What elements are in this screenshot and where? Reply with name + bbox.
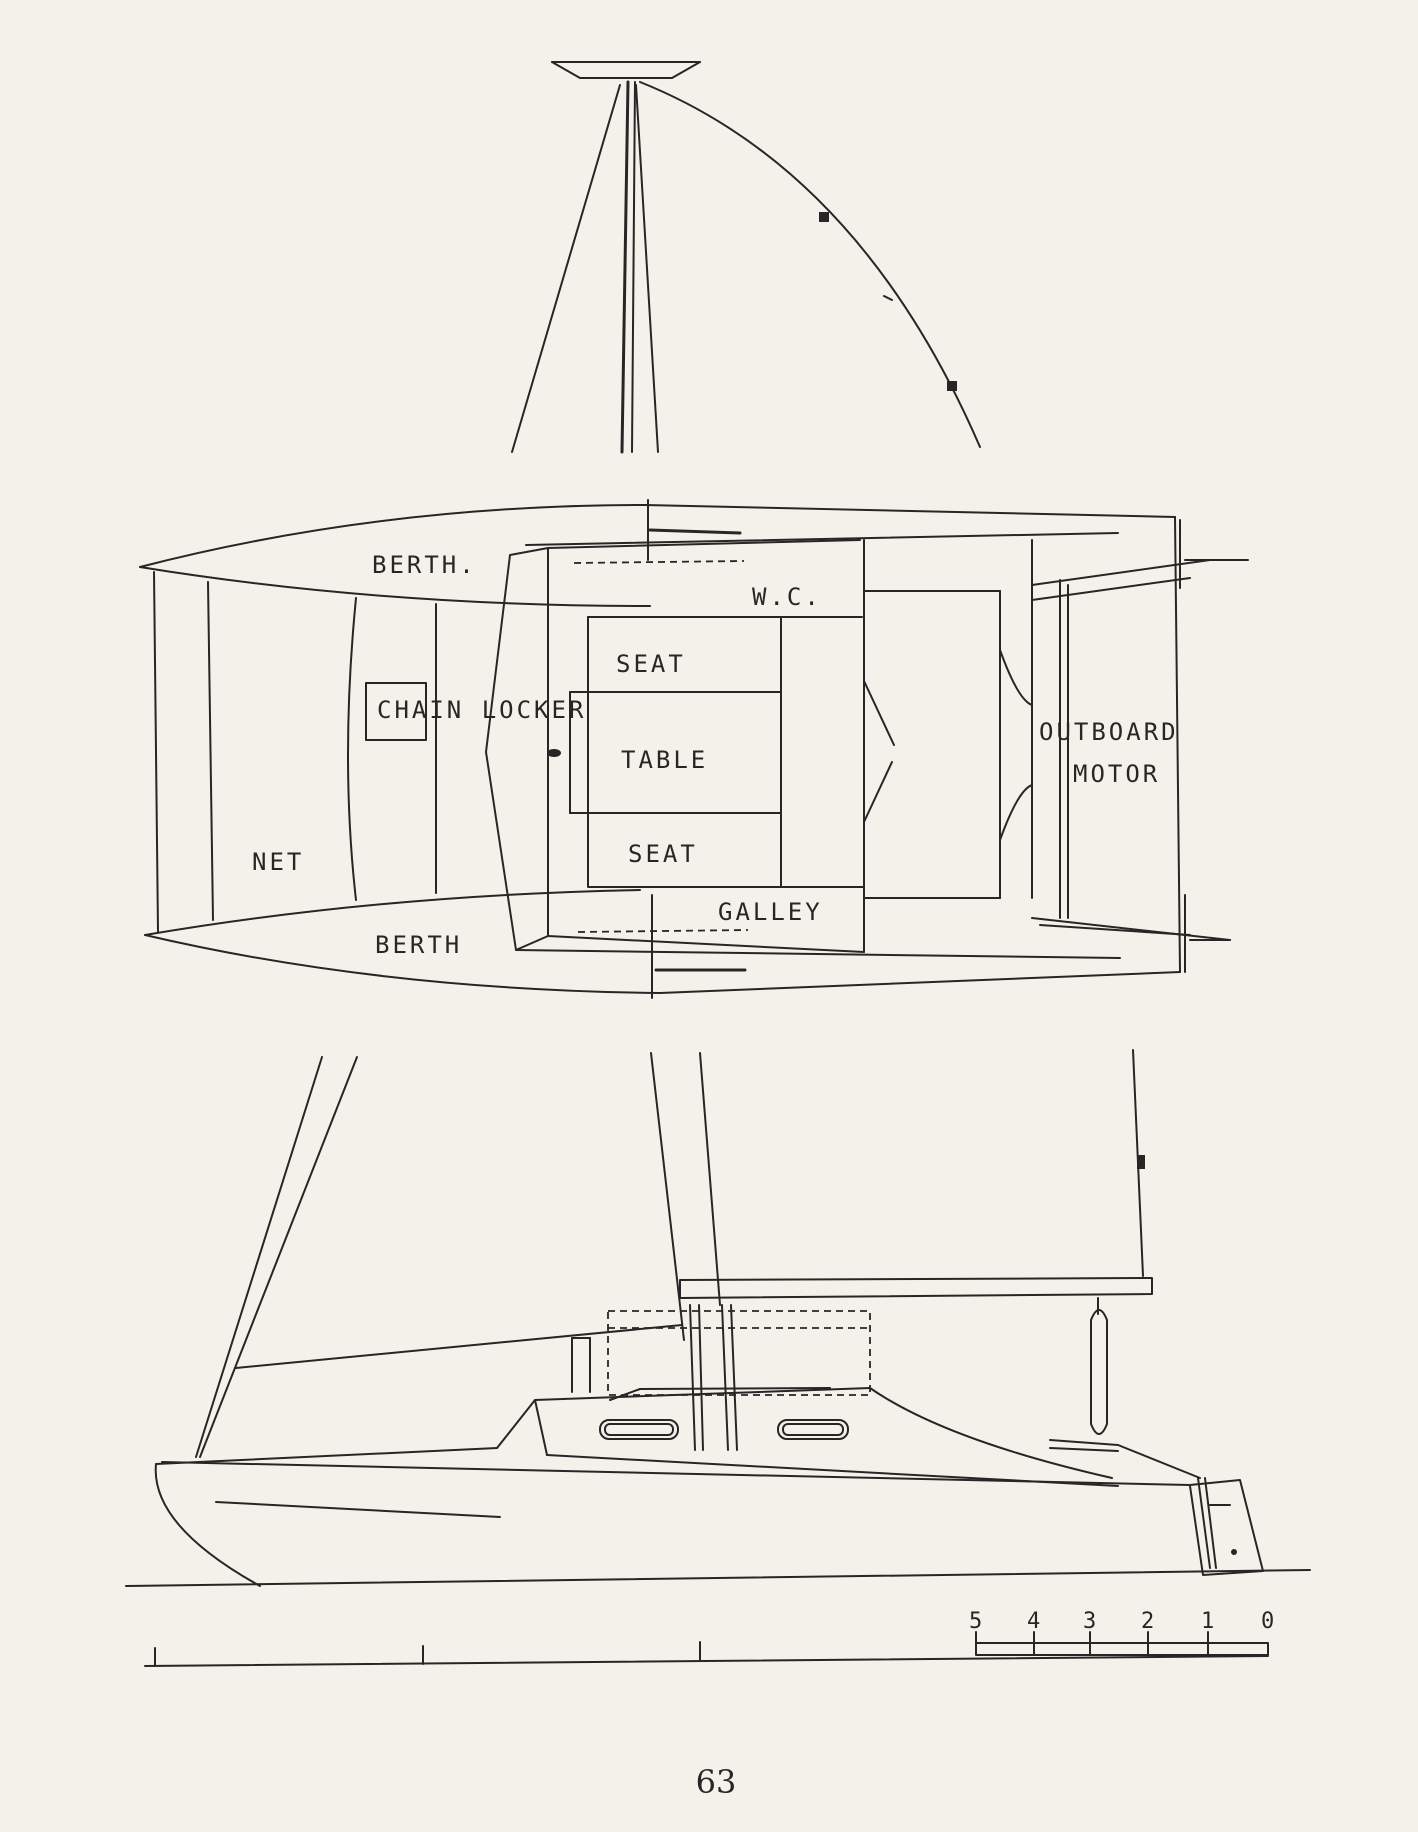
label-chain-locker: CHAIN LOCKER	[377, 696, 586, 724]
forestay-1	[195, 1056, 323, 1458]
label-outboard: OUTBOARD	[1039, 718, 1179, 746]
scale-tick-0: 0	[1261, 1609, 1274, 1634]
label-seat-bottom: SEAT	[628, 840, 698, 868]
hull-profile	[161, 1461, 1264, 1576]
bulkhead-2	[347, 597, 357, 901]
hatch-handle	[547, 749, 561, 757]
coachroof-front	[485, 547, 549, 951]
boot-line	[215, 1501, 501, 1518]
boom	[679, 1277, 1153, 1299]
label-galley: GALLEY	[718, 898, 823, 926]
label-net: NET	[252, 848, 304, 876]
label-motor: MOTOR	[1073, 760, 1160, 788]
scale-bar: 5 4 3 2 1 0	[144, 1609, 1274, 1667]
dashed-line-bottom	[577, 929, 749, 933]
scale-tick-3: 3	[1083, 1609, 1096, 1634]
front-hull-section	[551, 61, 701, 79]
bow-profile	[154, 1463, 261, 1587]
scale-tick-2: 2	[1141, 1609, 1154, 1634]
scale-baseline	[144, 1655, 1269, 1667]
cabin-top	[496, 1387, 1113, 1479]
mainsheet-block	[1090, 1309, 1108, 1435]
waterline	[125, 1569, 1311, 1587]
sheer-line	[155, 1447, 498, 1465]
front-shroud-right	[635, 84, 659, 453]
forestay-2	[199, 1056, 358, 1458]
label-berth-top: BERTH.	[372, 551, 477, 579]
label-wc: W.C.	[752, 583, 822, 611]
front-shroud-left	[511, 84, 621, 453]
label-seat-top: SEAT	[616, 650, 686, 678]
side-view	[125, 1049, 1311, 1587]
dashed-dodger	[607, 1310, 871, 1396]
scale-tick-4: 4	[1027, 1609, 1040, 1634]
page-number: 63	[696, 1763, 737, 1801]
front-sail-curve	[639, 81, 981, 448]
bulkhead-1	[153, 571, 159, 933]
scale-ruler	[975, 1642, 1269, 1656]
scale-tick-1: 1	[1201, 1609, 1214, 1634]
scale-tick-5: 5	[969, 1609, 982, 1634]
plan-view: BERTH. BERTH W.C. SEAT TABLE SEAT GALLEY…	[139, 499, 1249, 999]
dashed-line-top	[573, 560, 745, 564]
transom-line	[1174, 516, 1181, 973]
hull-outline-top	[139, 504, 1176, 568]
front-mast	[620, 80, 630, 454]
portlight-2	[777, 1419, 849, 1440]
side-mast	[650, 1052, 685, 1341]
front-view	[511, 61, 981, 454]
chain-locker-hatch	[365, 682, 427, 741]
label-table: TABLE	[621, 746, 708, 774]
portlight-1	[599, 1419, 679, 1440]
hull-outline-bottom	[144, 934, 1181, 994]
label-berth-bottom: BERTH	[375, 931, 462, 959]
